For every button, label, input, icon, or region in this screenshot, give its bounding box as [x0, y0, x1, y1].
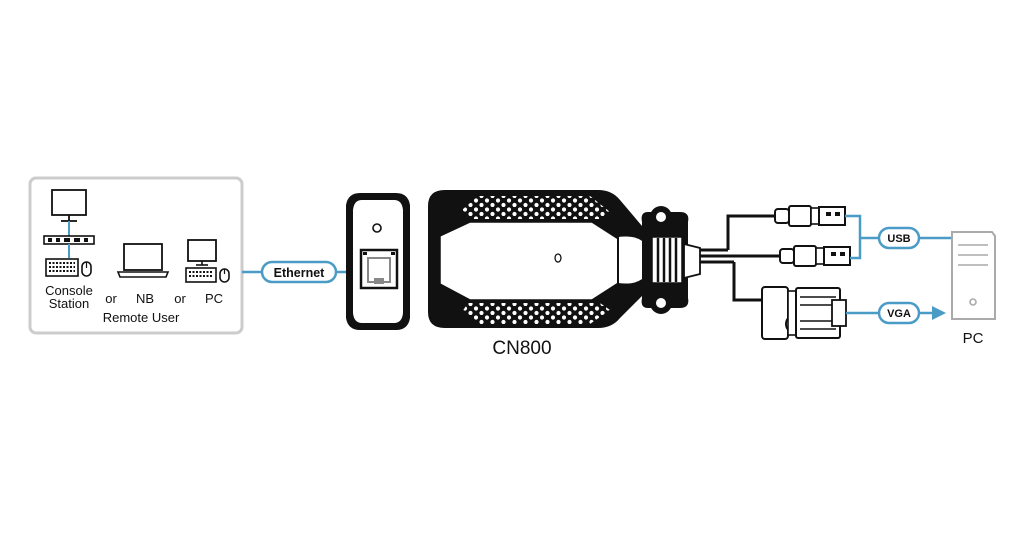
usb-label: USB [887, 233, 910, 245]
nb-label: NB [136, 291, 154, 306]
or-label-2: or [174, 291, 186, 306]
console-keyboard-icon [45, 258, 79, 277]
console-monitor-icon [51, 189, 87, 222]
console-mouse-icon [81, 261, 92, 277]
led-indicator-icon [372, 223, 382, 233]
remote-user-panel: Console Station or NB or PC Remote User [28, 176, 244, 335]
usb-plug-bottom-icon [779, 245, 851, 267]
pc-label: PC [205, 291, 223, 306]
or-label-1: or [105, 291, 117, 306]
device-name-label: CN800 [492, 338, 551, 359]
console-label-line1: Console [45, 283, 93, 298]
vga-label: VGA [887, 308, 911, 320]
cable-head-flange [641, 206, 701, 314]
usb-plug-top-icon [774, 205, 846, 227]
console-switch-icon [43, 235, 95, 245]
bottom-vent-grille [462, 303, 610, 324]
target-pc-tower-icon [951, 231, 996, 320]
ethernet-connection: Ethernet [242, 260, 348, 284]
target-pc-label: PC [963, 330, 984, 347]
top-vent-grille [462, 196, 610, 219]
pc-keyboard-icon [185, 267, 217, 283]
console-label-line2: Station [49, 296, 89, 311]
rj45-port-icon [359, 248, 399, 290]
vga-connector-icon [761, 286, 847, 340]
ethernet-label: Ethernet [274, 266, 326, 280]
notebook-icon [116, 243, 170, 278]
vga-connection: VGA [846, 301, 946, 325]
pc-monitor-icon [187, 239, 217, 266]
remote-user-caption: Remote User [103, 310, 180, 325]
usb-connection: USB [845, 214, 952, 260]
status-led-icon [554, 253, 562, 263]
cable-bundle [700, 214, 780, 302]
pc-mouse-icon [219, 268, 230, 283]
cn800-port-endcap [346, 193, 410, 330]
cn800-device-body [428, 190, 654, 328]
